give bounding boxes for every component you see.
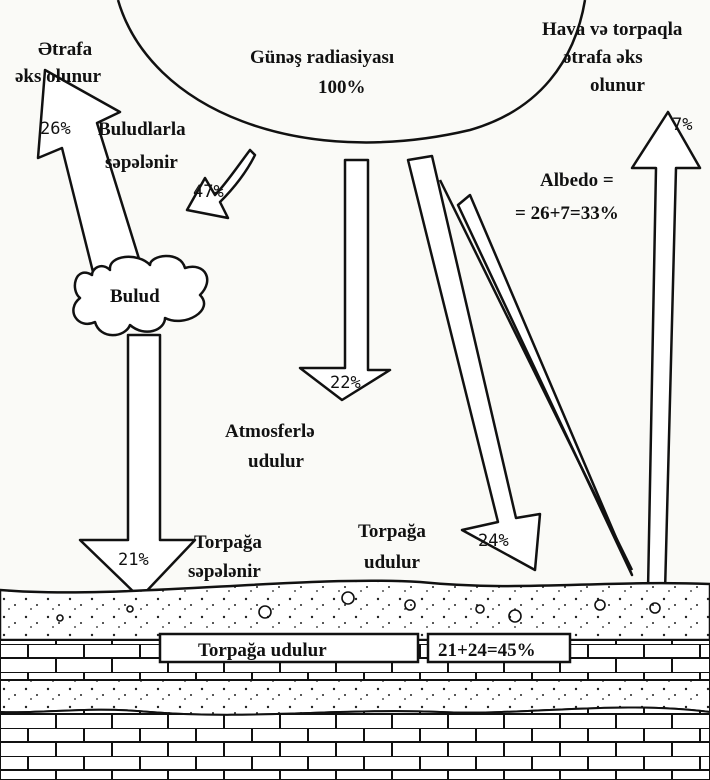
label-ground-scatter-1: Torpağa — [194, 532, 262, 553]
pct-to-ground-direct: 24% — [478, 531, 509, 551]
pct-up-ground: 7% — [672, 115, 692, 135]
label-albedo-1: Albedo = — [540, 170, 614, 191]
arrow-atmos-22 — [300, 160, 390, 400]
label-cloud-scatter-2: səpələnir — [105, 152, 178, 173]
label-ground-absorb-2: udulur — [364, 552, 421, 573]
label-atmos-2: udulur — [248, 451, 305, 472]
box-absorb-label: Torpağa udulur — [198, 640, 327, 661]
label-air-ground-1: Hava və torpaqla — [542, 19, 683, 40]
arrow-up-7 — [632, 112, 700, 592]
label-cloud-scatter-1: Buludlarla — [98, 119, 186, 140]
label-albedo-2: = 26+7=33% — [515, 203, 619, 224]
label-ground-scatter-2: səpələnir — [188, 561, 261, 582]
ground-surface — [0, 581, 710, 640]
label-cloud: Bulud — [110, 286, 160, 307]
brick-layer-2 — [0, 707, 710, 780]
pct-cloud-scatter: 47% — [193, 182, 224, 202]
pct-reflect: 26% — [40, 119, 71, 139]
label-ground-absorb-1: Torpağa — [358, 521, 426, 542]
box-total-label: 21+24=45% — [438, 640, 536, 661]
pct-atmos: 22% — [330, 373, 361, 393]
label-reflect-space-2: əks olunur — [15, 66, 102, 87]
label-solar-1: Günəş radiasiyası — [250, 47, 394, 68]
label-air-ground-2: ətrafa əks — [563, 47, 643, 68]
pct-to-ground-cloud: 21% — [118, 550, 149, 570]
label-air-ground-3: olunur — [590, 75, 645, 96]
label-reflect-space-1: Ətrafa — [38, 39, 93, 60]
sun-arc — [118, 0, 585, 142]
label-atmos-1: Atmosferlə — [225, 421, 315, 442]
label-solar-2: 100% — [318, 77, 366, 98]
